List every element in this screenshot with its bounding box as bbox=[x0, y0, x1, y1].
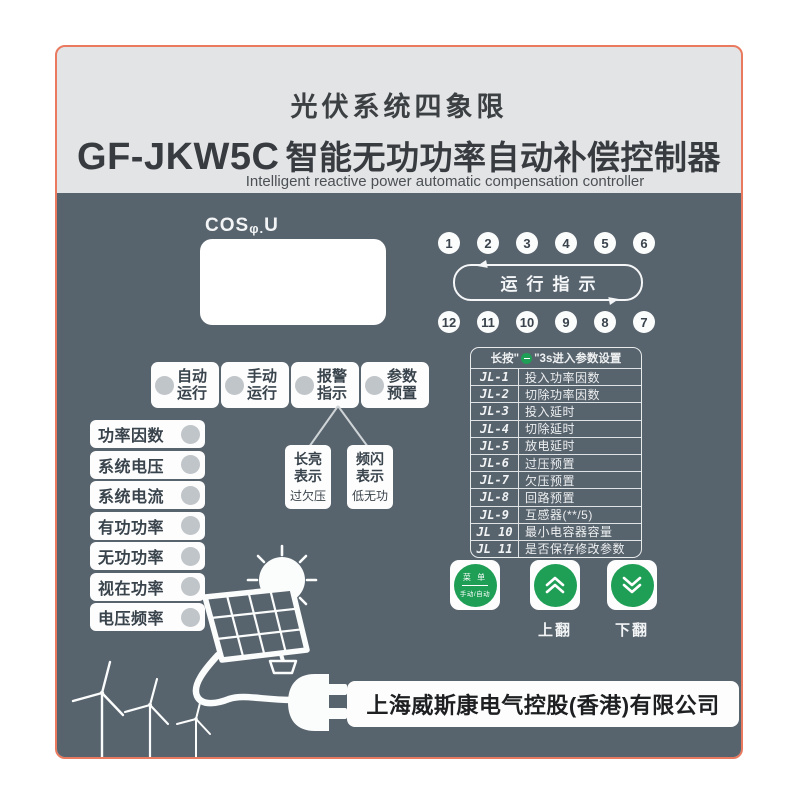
step-leds-top: 1 2 3 4 5 6 bbox=[438, 232, 655, 254]
power-cable bbox=[192, 651, 297, 707]
parameter-table-header: 长按" "3s进入参数设置 bbox=[471, 348, 641, 369]
menu-key-face: 菜 单 手动/自动 bbox=[453, 563, 497, 607]
company-nameplate: 上海威斯康电气控股(香港)有限公司 bbox=[347, 681, 739, 727]
step-led: 11 bbox=[477, 311, 499, 333]
step-led: 6 bbox=[633, 232, 655, 254]
label-system-current: 系统电流 bbox=[90, 481, 205, 509]
label-active-power: 有功功率 bbox=[90, 511, 205, 540]
led-icon bbox=[225, 375, 244, 395]
label-voltage-frequency: 电压频率 bbox=[90, 603, 205, 631]
run-indicator-badge: 运行指示 bbox=[453, 260, 643, 305]
indicator-alarm: 报警指示 bbox=[291, 362, 359, 408]
indicator-param-preset: 参数预置 bbox=[361, 362, 429, 408]
led-icon bbox=[181, 485, 200, 505]
label-reactive-power: 无功功率 bbox=[90, 542, 205, 570]
product-name-en: Intelligent reactive power automatic com… bbox=[245, 173, 645, 190]
wind-turbine-icon bbox=[71, 660, 125, 757]
step-led: 3 bbox=[516, 232, 538, 254]
step-led: 5 bbox=[594, 232, 616, 254]
solar-panel-icon bbox=[202, 585, 310, 675]
menu-key[interactable]: 菜 单 手动/自动 bbox=[450, 560, 500, 610]
indicator-manual-run: 手动运行 bbox=[221, 362, 289, 408]
indicator-auto-run: 自动运行 bbox=[151, 362, 219, 408]
legend-flashing-light: 频闪 表示 低无功 bbox=[347, 445, 393, 509]
chevron-up-icon bbox=[545, 576, 565, 594]
connector-lines bbox=[308, 405, 369, 448]
step-leds-bottom: 12 11 10 9 8 7 bbox=[438, 311, 655, 333]
step-led: 12 bbox=[438, 311, 460, 333]
menu-key-icon bbox=[521, 352, 533, 364]
divider bbox=[462, 584, 488, 587]
step-led: 9 bbox=[555, 311, 577, 333]
page-up-key[interactable] bbox=[530, 560, 580, 610]
page-up-label: 上翻 bbox=[537, 622, 572, 639]
measurement-labels: 功率因数 系统电压 系统电流 有功功率 无功功率 视在功率 电压频率 bbox=[90, 420, 205, 631]
page-down-label: 下翻 bbox=[614, 622, 649, 639]
display-caption: COSφ.U bbox=[205, 215, 279, 236]
led-icon bbox=[181, 424, 200, 444]
company-name: 上海威斯康电气控股(香港)有限公司 bbox=[366, 693, 720, 718]
product-name-cn: 智能无功功率自动补偿控制器 bbox=[285, 139, 721, 176]
step-led: 1 bbox=[438, 232, 460, 254]
model-number: GF-JKW5C bbox=[77, 136, 280, 178]
led-icon bbox=[295, 375, 314, 395]
led-icon bbox=[155, 375, 174, 395]
plug-icon bbox=[288, 674, 347, 731]
led-icon bbox=[181, 516, 200, 535]
run-indicator-label: 运行指示 bbox=[500, 275, 605, 294]
chevron-down-icon bbox=[622, 576, 642, 594]
led-icon bbox=[181, 577, 200, 596]
step-led: 7 bbox=[633, 311, 655, 333]
step-led: 10 bbox=[516, 311, 538, 333]
product-title-row: GF-JKW5C 智能无功功率自动补偿控制器 bbox=[57, 131, 741, 179]
led-icon bbox=[181, 607, 200, 627]
label-power-factor: 功率因数 bbox=[90, 420, 205, 448]
step-led: 2 bbox=[477, 232, 499, 254]
renewable-energy-art bbox=[71, 544, 347, 757]
page-down-key[interactable] bbox=[607, 560, 657, 610]
lcd-display bbox=[200, 239, 386, 325]
page-title: 光伏系统四象限 bbox=[290, 92, 508, 122]
legend-steady-light: 长亮 表示 过欠压 bbox=[285, 445, 331, 509]
step-led: 4 bbox=[555, 232, 577, 254]
label-system-voltage: 系统电压 bbox=[90, 450, 205, 479]
label-apparent-power: 视在功率 bbox=[90, 572, 205, 601]
wind-turbine-icon bbox=[176, 698, 211, 757]
step-led: 8 bbox=[594, 311, 616, 333]
cycle-arrow-icon bbox=[476, 260, 488, 270]
controller-faceplate: 光伏系统四象限 GF-JKW5C 智能无功功率自动补偿控制器 Intellige… bbox=[55, 45, 743, 759]
wind-turbine-icon bbox=[123, 677, 170, 757]
led-icon bbox=[181, 546, 200, 566]
led-icon bbox=[365, 375, 384, 395]
led-icon bbox=[181, 455, 200, 474]
